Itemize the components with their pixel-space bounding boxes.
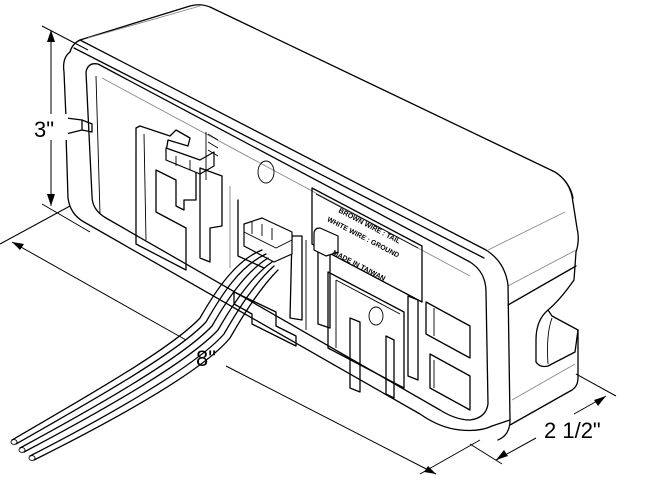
wire-leads xyxy=(10,249,279,461)
inner-structure xyxy=(135,125,471,411)
dimension-label-depth: 2 1/2" xyxy=(544,418,601,443)
dimension-label-height: 3" xyxy=(34,117,54,142)
dimension-height: 3" xyxy=(34,25,91,233)
wire-end xyxy=(18,447,26,453)
housing-body xyxy=(69,4,579,441)
wire-end xyxy=(10,439,18,445)
dimension-label-length: 8" xyxy=(196,346,216,371)
wire-end xyxy=(28,455,36,461)
wire-connector xyxy=(243,217,293,263)
dimension-depth: 2 1/2" xyxy=(469,373,617,465)
dimension-length: 8" xyxy=(0,205,481,475)
